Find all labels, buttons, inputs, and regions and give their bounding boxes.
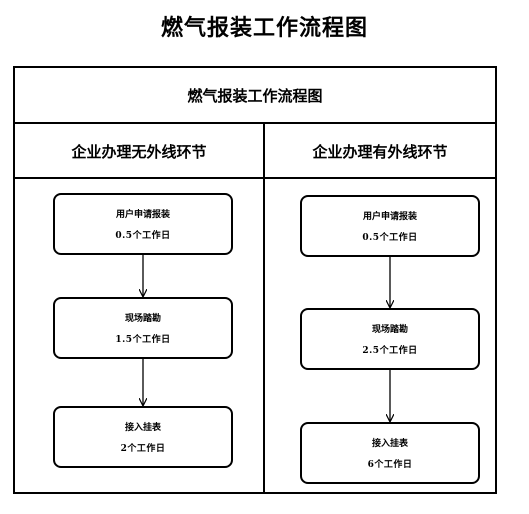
column-header-no-external-line: 企业办理无外线环节 (71, 143, 207, 161)
column-divider (263, 124, 265, 492)
header-divider (15, 177, 495, 179)
step-duration: 1.5个工作日 (115, 335, 171, 345)
step-name: 接入挂表 (371, 439, 408, 449)
flowchart-frame: 燃气报装工作流程图 企业办理无外线环节 企业办理有外线环节 (13, 66, 497, 494)
column-header-with-external-line: 企业办理有外线环节 (312, 143, 448, 161)
step-duration: 6个工作日 (367, 460, 413, 470)
flow-step-connect: 接入挂表 6个工作日 (300, 422, 480, 484)
step-duration: 2.5个工作日 (362, 346, 418, 356)
step-duration: 0.5个工作日 (362, 233, 418, 243)
step-name: 现场踏勘 (124, 314, 161, 324)
flow-step-connect: 接入挂表 2个工作日 (53, 406, 233, 468)
step-name: 接入挂表 (124, 423, 161, 433)
step-name: 用户申请报装 (362, 212, 417, 222)
flow-step-survey: 现场踏勘 2.5个工作日 (300, 308, 480, 370)
frame-title: 燃气报装工作流程图 (15, 68, 495, 124)
page-title: 燃气报装工作流程图 (160, 15, 368, 41)
flow-step-apply: 用户申请报装 0.5个工作日 (300, 195, 480, 257)
flow-step-apply: 用户申请报装 0.5个工作日 (53, 193, 233, 255)
step-name: 现场踏勘 (371, 325, 408, 335)
step-name: 用户申请报装 (115, 210, 170, 220)
flow-step-survey: 现场踏勘 1.5个工作日 (53, 297, 233, 359)
step-duration: 0.5个工作日 (115, 231, 171, 241)
step-duration: 2个工作日 (120, 444, 166, 454)
